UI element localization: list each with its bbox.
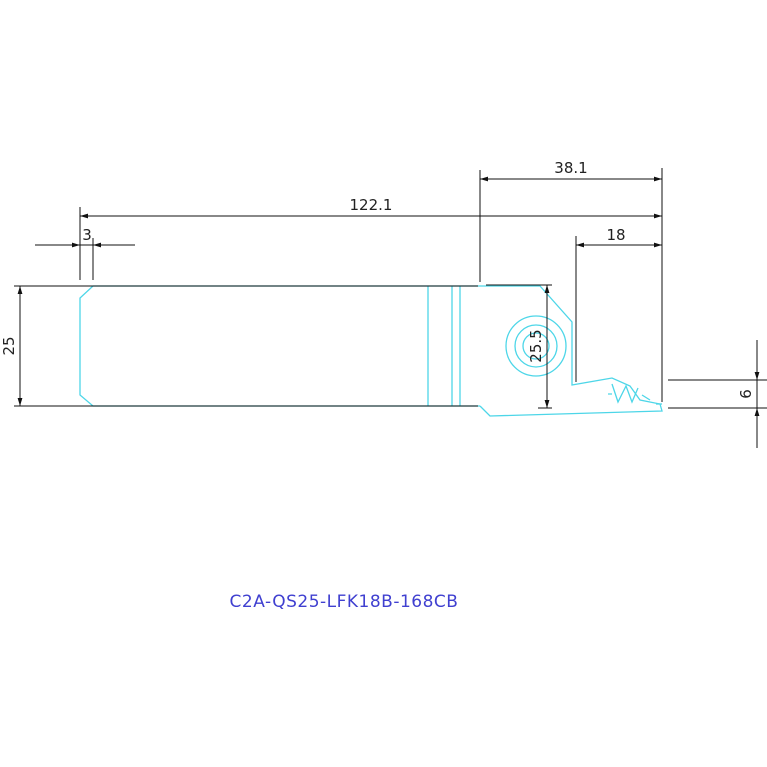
dim-label-blade-width: 6 [737, 389, 755, 399]
shank-body [79, 285, 480, 407]
insert-detail [608, 383, 651, 404]
clamp-screw-inner [514, 324, 558, 368]
dim-label-head-height: 25.5 [527, 329, 545, 362]
dim-label-shank-height: 25 [0, 336, 18, 355]
dim-label-overall-length: 122.1 [350, 196, 393, 214]
clamp-screw-outer [505, 315, 567, 377]
tool-outline [79, 285, 663, 417]
dim-label-head-length: 38.1 [554, 159, 587, 177]
part-number-title: C2A-QS25-LFK18B-168CB [230, 592, 459, 612]
head-outline [479, 285, 663, 417]
dim-label-chamfer: 3 [82, 226, 92, 244]
dim-label-cutting-depth: 18 [606, 226, 625, 244]
dimension-lines [14, 168, 767, 448]
